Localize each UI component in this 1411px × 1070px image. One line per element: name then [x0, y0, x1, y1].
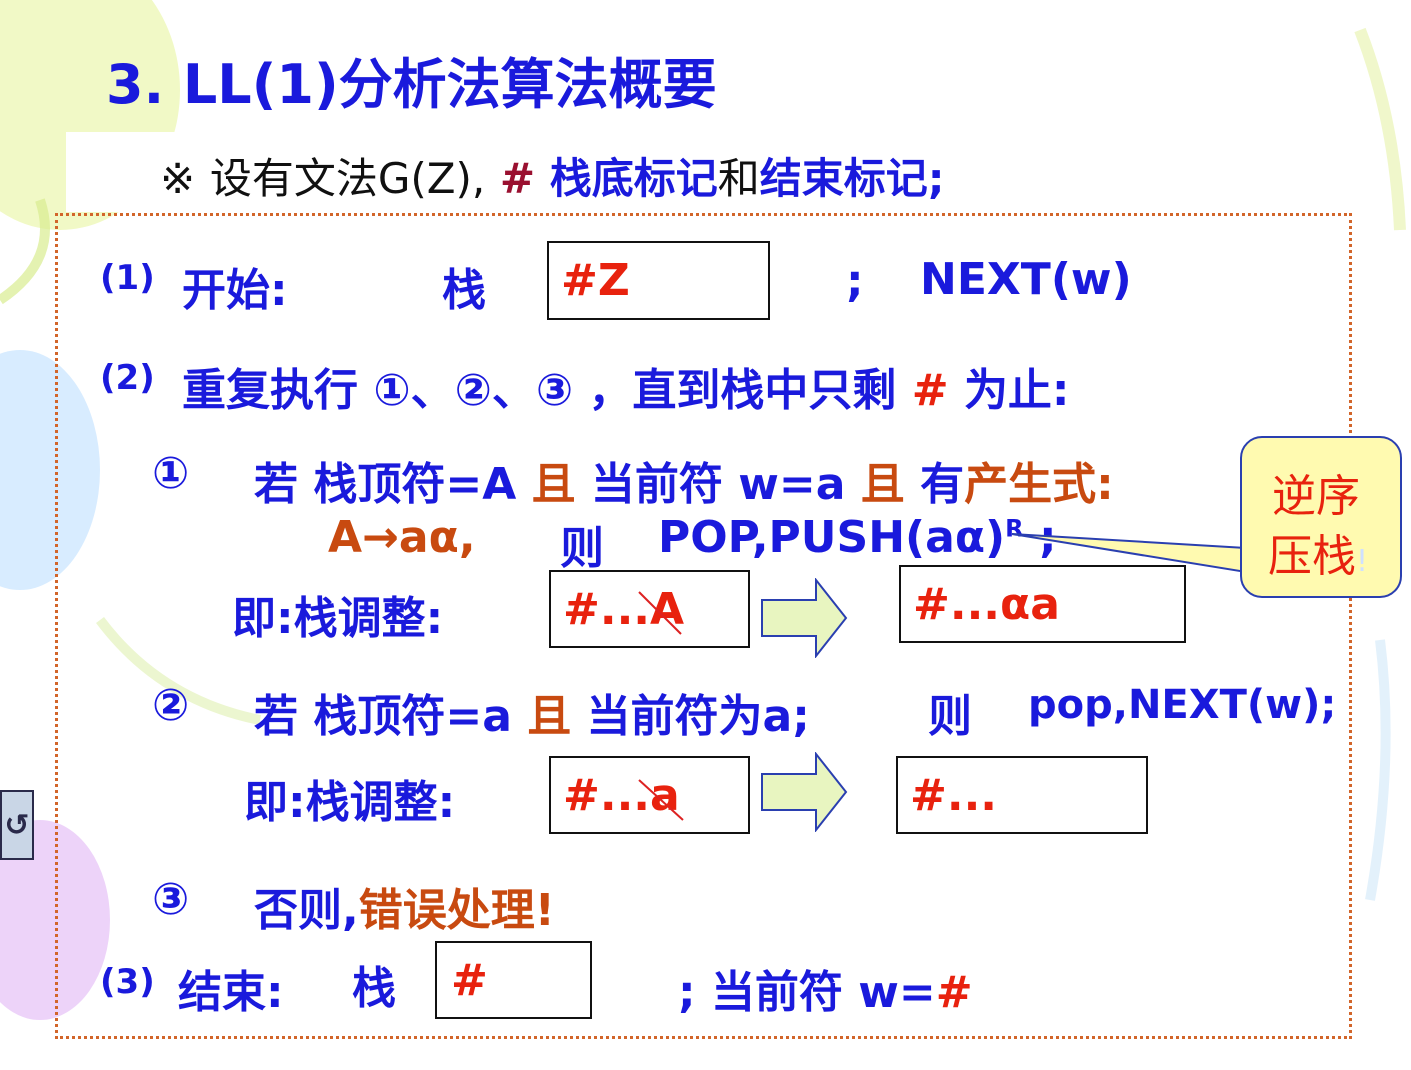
callout-line2-text: 压栈: [1268, 531, 1356, 582]
callout-bubble: 逆序 压栈!: [1240, 436, 1402, 598]
case1-condition: 若 栈顶符=A 且 当前符 w=a 且 有产生式:: [254, 448, 1114, 512]
case2-before-box: #...a: [549, 756, 750, 834]
step1-num: (1): [100, 258, 155, 298]
case1-adjust: 即:栈调整:: [232, 593, 444, 644]
intro-end-mark: 结束标记;: [759, 154, 945, 203]
step2-line: 重复执行 ①、②、③ ，直到栈中只剩 # 为止:: [182, 354, 1070, 418]
step2-hash: #: [911, 365, 949, 416]
case3-line: 否则,错误处理!: [254, 874, 555, 938]
case3-num: ③: [152, 874, 190, 925]
step3-stack-box: #: [435, 941, 592, 1019]
step3-num: (3): [100, 962, 155, 1002]
intro-text: 设有文法G(Z),: [209, 154, 486, 203]
step1-stack-box: #Z: [547, 241, 770, 320]
case1-production: A→aα,: [328, 512, 476, 563]
case2-condition: 若 栈顶符=a 且 当前符为a;: [254, 680, 810, 744]
step3-current: ; 当前符 w=#: [678, 956, 973, 1020]
case2-after-box: #...: [896, 756, 1148, 834]
reference-mark: ※: [160, 154, 196, 203]
case2-and1: 且: [527, 691, 572, 742]
step3-label: 结束:: [178, 967, 284, 1018]
case1-action-semi: ;: [1038, 512, 1057, 563]
step3-cur: 当前符: [710, 967, 843, 1018]
case2-if: 若: [254, 691, 298, 742]
case2-cond2: 当前符为a;: [586, 691, 810, 742]
step3-hash: #: [935, 967, 973, 1018]
case2-after-value: #...: [910, 770, 998, 821]
case2-transform-arrow: [760, 752, 850, 832]
step3-stack-word: 栈: [352, 963, 396, 1014]
strike-mark: [638, 779, 684, 821]
step1-semicolon: ;: [846, 256, 864, 307]
case1-action-text: POP,PUSH(aα): [658, 512, 1006, 563]
step2-num: (2): [100, 358, 155, 398]
callout-line1: 逆序: [1272, 471, 1360, 522]
case1-before-value: #...A: [563, 584, 685, 635]
step1-label: 开始:: [182, 265, 288, 316]
case2-action: pop,NEXT(w);: [1028, 682, 1337, 728]
intro-line: ※ 设有文法G(Z), # 栈底标记和结束标记;: [160, 145, 945, 206]
case1-after-box: #...αa: [899, 565, 1186, 643]
intro-hash: #: [499, 154, 536, 203]
case1-then: 则: [560, 523, 604, 574]
case1-cond1: 栈顶符=A: [313, 459, 517, 510]
step3-semicolon: ;: [678, 967, 696, 1018]
case1-production-label: 产生式:: [964, 459, 1114, 510]
algorithm-frame: [55, 213, 1352, 1039]
case2-adjust: 即:栈调整:: [244, 777, 456, 828]
case1-before-box: #...A: [549, 570, 750, 648]
case1-action: POP,PUSH(aα)R ;: [658, 512, 1057, 563]
case2-then: 则: [928, 691, 972, 742]
case1-cond2: 当前符 w=a: [590, 459, 846, 510]
case1-after-value: #...αa: [913, 579, 1060, 630]
intro-and: 和: [717, 154, 760, 203]
step1-action: NEXT(w): [920, 254, 1132, 305]
case3-error: 错误处理!: [358, 885, 555, 936]
case2-cond1: 栈顶符=a: [313, 691, 512, 742]
case1-and1: 且: [531, 459, 576, 510]
return-icon[interactable]: ↺: [0, 790, 34, 860]
case1-and2: 且: [860, 459, 905, 510]
case2-num: ②: [152, 680, 190, 731]
callout-bang: !: [1356, 544, 1369, 579]
intro-bottom-mark: 栈底标记: [549, 154, 718, 203]
case1-has: 有: [920, 459, 965, 510]
step3-stack-value: #: [451, 955, 488, 1006]
step1-stack-word: 栈: [442, 265, 486, 316]
case1-transform-arrow: [760, 578, 850, 658]
step1-stack-value: #Z: [561, 255, 630, 306]
case1-action-sup: R: [1005, 514, 1024, 543]
page-title: 3. LL(1)分析法算法概要: [106, 53, 717, 116]
case2-before-value: #...a: [563, 770, 680, 821]
case3-text: 否则,: [254, 885, 359, 936]
step2-tail: 为止:: [963, 365, 1070, 416]
case1-num: ①: [152, 448, 190, 499]
step3-w: w=: [858, 967, 936, 1018]
callout-line2: 压栈!: [1268, 520, 1368, 584]
strike-mark: [638, 591, 682, 635]
step2-text: 重复执行 ①、②、③ ，直到栈中只剩: [182, 365, 897, 416]
case1-if: 若: [254, 459, 298, 510]
